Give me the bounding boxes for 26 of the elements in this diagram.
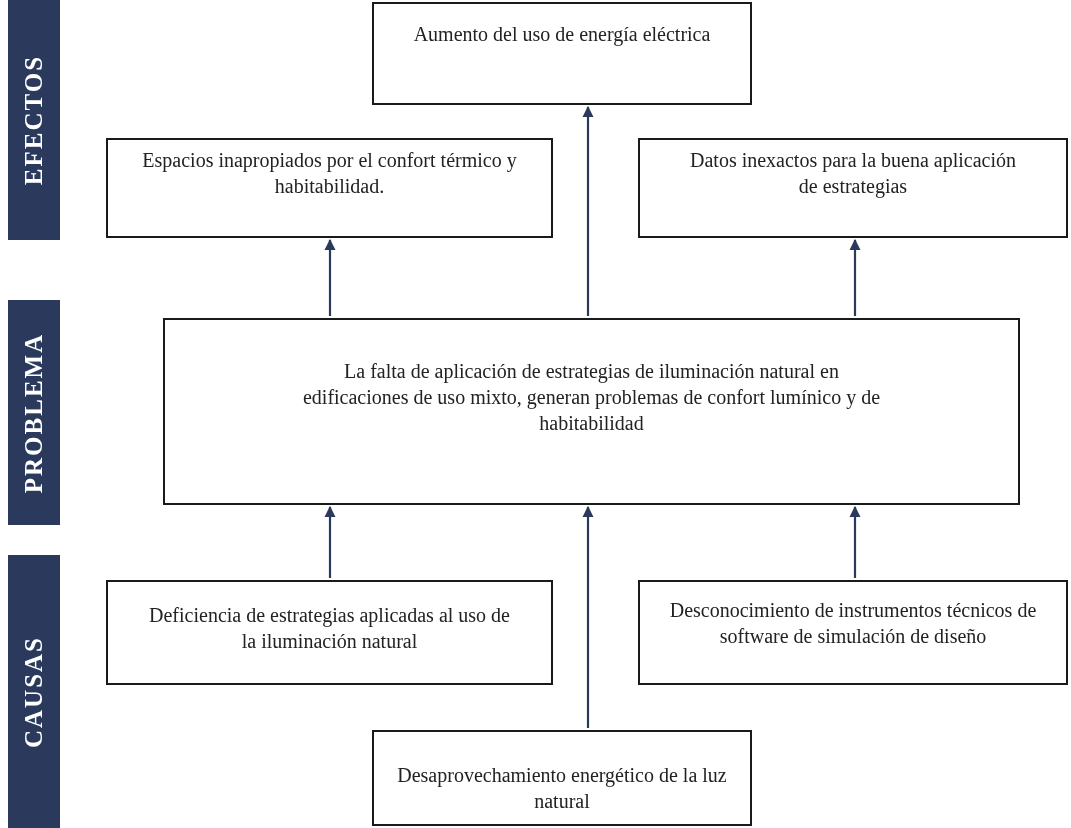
- text-box: [106, 138, 553, 238]
- section-label: EFECTOS: [20, 54, 48, 186]
- arrow: [324, 505, 336, 578]
- arrow: [849, 505, 861, 578]
- box-text: Espacios inapropiados por el confort térmico y habitabilidad.: [141, 148, 518, 199]
- text-box: [638, 580, 1068, 685]
- section-label: PROBLEMA: [20, 332, 48, 493]
- box-text: Deficiencia de estrategias aplicadas al uso de la iluminación natural: [148, 602, 511, 654]
- arrow: [849, 238, 861, 316]
- arrow: [582, 105, 594, 316]
- box-text: Datos inexactos para la buena aplicación de estrategias: [689, 148, 1017, 199]
- text-box: [638, 138, 1068, 238]
- section-label: CAUSAS: [20, 635, 48, 748]
- text-box: [372, 2, 752, 105]
- arrow: [324, 238, 336, 316]
- section-band: [8, 555, 60, 828]
- box-text: Aumento del uso de energía eléctrica: [413, 21, 711, 47]
- box-text: Desconocimiento de instrumentos técnicos de software de simulación de diseño: [668, 597, 1038, 649]
- text-box: [163, 318, 1020, 505]
- arrow: [582, 505, 594, 728]
- section-band: [8, 0, 60, 240]
- box-text: La falta de aplicación de estrategias de iluminación natural en edificaciones de uso mixto, generan problemas de confort lumínico y de habitabilidad: [301, 358, 881, 436]
- text-box: [106, 580, 553, 685]
- section-band: [8, 300, 60, 525]
- box-text: Desaprovechamiento energético de la luz natural: [397, 763, 727, 814]
- text-box: [372, 730, 752, 826]
